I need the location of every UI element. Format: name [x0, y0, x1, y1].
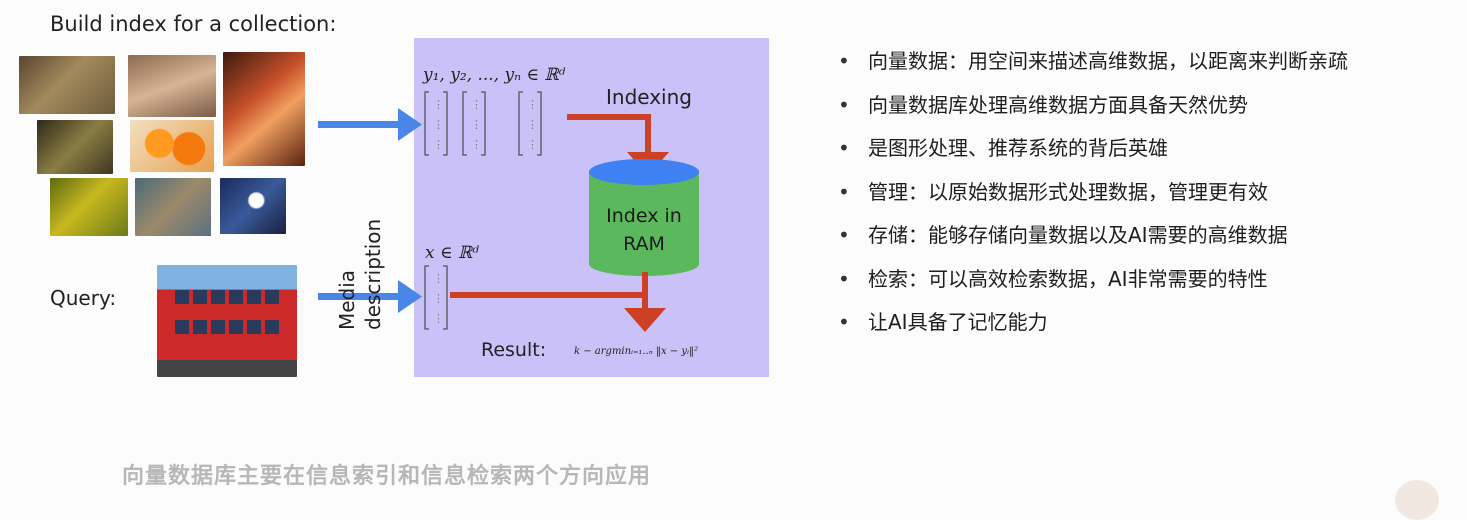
bullet-dot-icon: • [838, 136, 850, 160]
bullet-text: 检索：可以高效检索数据，AI非常需要的特性 [868, 266, 1268, 291]
bullet-dot-icon: • [838, 266, 850, 291]
svg-text:⋮: ⋮ [433, 98, 444, 111]
index-diagram: ⋮ ⋮ ⋮ ⋮ ⋮ ⋮ ⋮ ⋮ ⋮ ⋮ ⋮ ⋮ Media description y₁, y₂… [318, 38, 769, 377]
bullet-text: 管理：以原始数据形式处理数据，管理更有效 [868, 179, 1268, 204]
bullet-text: 让AI具备了记忆能力 [868, 310, 1048, 334]
caption: 向量数据库主要在信息索引和信息检索两个方向应用 [122, 464, 652, 489]
image-oranges [130, 120, 214, 172]
collection-heading: Build index for a collection: [50, 12, 337, 36]
image-rocket [220, 178, 286, 234]
bullet-dot-icon: • [838, 49, 850, 73]
indexing-label: Indexing [606, 85, 692, 109]
media-description-label: Media description [335, 219, 385, 330]
vector-dots: ⋮ ⋮ ⋮ ⋮ ⋮ ⋮ ⋮ ⋮ ⋮ ⋮ ⋮ ⋮ [433, 98, 538, 325]
media-arrow-bottom [318, 280, 422, 313]
bullet-dot-icon: • [838, 310, 850, 334]
bullet-item: • 让AI具备了记忆能力 [838, 307, 1348, 351]
vector-column-1 [424, 91, 448, 156]
svg-text:⋮: ⋮ [527, 118, 538, 131]
bullet-item: • 检索：可以高效检索数据，AI非常需要的特性 [838, 264, 1348, 308]
svg-text:⋮: ⋮ [433, 312, 444, 325]
bullet-list: • 向量数据：用空间来描述高维数据，以距离来判断亲疏 • 向量数据库处理高维数据方面… [838, 46, 1348, 351]
image-canyon [223, 52, 305, 166]
svg-text:⋮: ⋮ [433, 292, 444, 305]
image-kangaroo [50, 178, 128, 236]
emoji-icon [1395, 480, 1439, 520]
media-label-line1: Media [335, 270, 359, 330]
bullet-item: • 向量数据：用空间来描述高维数据，以距离来判断亲疏 [838, 46, 1348, 90]
image-woman [128, 55, 216, 117]
query-label: Query: [50, 286, 117, 310]
query-vector-column [424, 265, 448, 330]
result-formula: k − argminᵢ₌₁..ₙ ‖x − yᵢ‖² [574, 346, 698, 357]
ram-cylinder [589, 159, 699, 276]
image-statue [37, 120, 113, 174]
svg-text:⋮: ⋮ [433, 138, 444, 151]
bullet-item: • 是图形处理、推荐系统的背后英雄 [838, 133, 1348, 177]
bullet-item: • 存储：能够存储向量数据以及AI需要的高维数据 [838, 220, 1348, 264]
svg-text:⋮: ⋮ [471, 118, 482, 131]
bullet-text: 是图形处理、推荐系统的背后英雄 [868, 136, 1168, 160]
result-arrow [450, 272, 666, 332]
image-iguana [19, 56, 115, 114]
bus-windows-lower [175, 320, 279, 334]
query-vector-label: x ∈ ℝᵈ [425, 243, 479, 263]
ram-label-line2: RAM [623, 233, 665, 255]
bullet-dot-icon: • [838, 179, 850, 204]
bullet-text: 向量数据库处理高维数据方面具备天然优势 [868, 92, 1248, 117]
bullet-dot-icon: • [838, 92, 850, 117]
svg-text:⋮: ⋮ [471, 138, 482, 151]
vector-column-3 [518, 91, 542, 156]
ram-label-line1: Index in [606, 205, 682, 227]
svg-text:⋮: ⋮ [433, 118, 444, 131]
svg-text:⋮: ⋮ [471, 98, 482, 111]
result-label: Result: [481, 339, 546, 361]
svg-text:⋮: ⋮ [527, 98, 538, 111]
vector-column-2 [462, 91, 486, 156]
bullet-item: • 向量数据库处理高维数据方面具备天然优势 [838, 90, 1348, 134]
bus-windows [175, 290, 279, 304]
media-arrow-top [318, 108, 422, 141]
media-label-line2: description [361, 219, 385, 330]
bullet-item: • 管理：以原始数据形式处理数据，管理更有效 [838, 177, 1348, 221]
bullet-dot-icon: • [838, 223, 850, 247]
svg-text:⋮: ⋮ [433, 272, 444, 285]
image-fox [135, 178, 211, 236]
bullet-text: 向量数据：用空间来描述高维数据，以距离来判断亲疏 [868, 49, 1348, 73]
vectors-label: y₁, y₂, ..., yₙ ∈ ℝᵈ [422, 65, 565, 85]
svg-text:⋮: ⋮ [527, 138, 538, 151]
bullet-text: 存储：能够存储向量数据以及AI需要的高维数据 [868, 223, 1288, 247]
